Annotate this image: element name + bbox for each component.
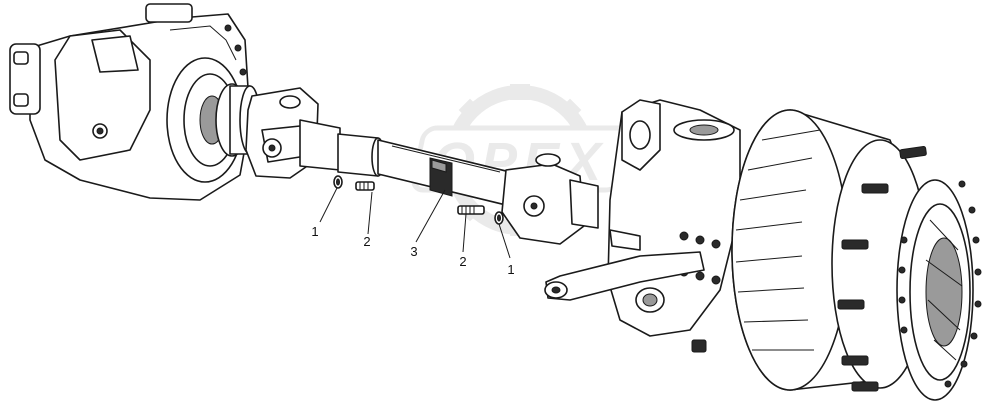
balance-weight [429, 157, 453, 197]
callout-label-2-right: 2 [459, 254, 466, 269]
fasteners [333, 175, 504, 225]
leader-lines [319, 187, 511, 259]
bolt-right [457, 205, 485, 215]
callout-label-3: 3 [410, 244, 417, 259]
universal-joint-right [501, 153, 599, 245]
steering-arm [544, 251, 705, 301]
callout-label-1-right: 1 [507, 262, 514, 277]
shaft-tube [337, 133, 511, 207]
nut-left [333, 175, 343, 189]
nut-right [494, 211, 504, 225]
universal-joint-left [245, 87, 341, 179]
reducer-housing [9, 3, 251, 201]
drum-ribs [735, 129, 821, 351]
wheel-hub [731, 109, 982, 401]
wheel-studs [837, 145, 927, 392]
bolt-left [355, 181, 375, 191]
steering-knuckle [544, 99, 741, 353]
callout-label-1-left: 1 [311, 224, 318, 239]
hub-bolts [898, 180, 982, 388]
callout-label-2-left: 2 [363, 234, 370, 249]
cardan-shaft [245, 87, 599, 245]
